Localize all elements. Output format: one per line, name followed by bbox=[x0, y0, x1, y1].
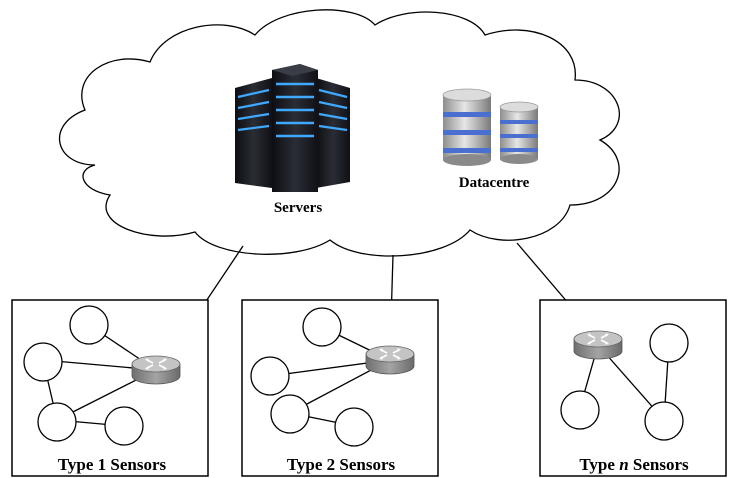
router-icon bbox=[131, 355, 181, 385]
sensor-node bbox=[644, 401, 684, 441]
router-icon bbox=[573, 330, 623, 360]
sensor-group-type-2: Type 2 Sensors bbox=[241, 299, 439, 477]
servers-label: Servers bbox=[274, 200, 322, 216]
sensor-group-type-1: Type 1 Sensors bbox=[11, 299, 209, 477]
sensor-node bbox=[334, 407, 374, 447]
sensor-node bbox=[302, 307, 342, 347]
sensor-node bbox=[649, 323, 689, 363]
datacentre-label: Datacentre bbox=[459, 175, 530, 191]
server-rack-icon bbox=[235, 64, 350, 192]
sensor-node bbox=[23, 342, 63, 382]
sensor-node bbox=[270, 394, 310, 434]
database-cylinder-icon bbox=[442, 88, 539, 166]
sensor-box-label: Type 2 Sensors bbox=[287, 455, 396, 474]
sensor-box bbox=[11, 299, 209, 477]
sensor-node bbox=[104, 406, 144, 446]
sensor-node bbox=[37, 402, 77, 442]
sensor-box bbox=[539, 299, 727, 477]
router-icon bbox=[365, 345, 415, 375]
sensor-box-label: Type 1 Sensors bbox=[58, 455, 167, 474]
sensor-node bbox=[69, 305, 109, 345]
sensor-node bbox=[560, 390, 600, 430]
sensor-group-type-n: Type n Sensors bbox=[539, 299, 727, 477]
sensor-node bbox=[250, 356, 290, 396]
sensor-box-label: Type n Sensors bbox=[579, 455, 689, 474]
